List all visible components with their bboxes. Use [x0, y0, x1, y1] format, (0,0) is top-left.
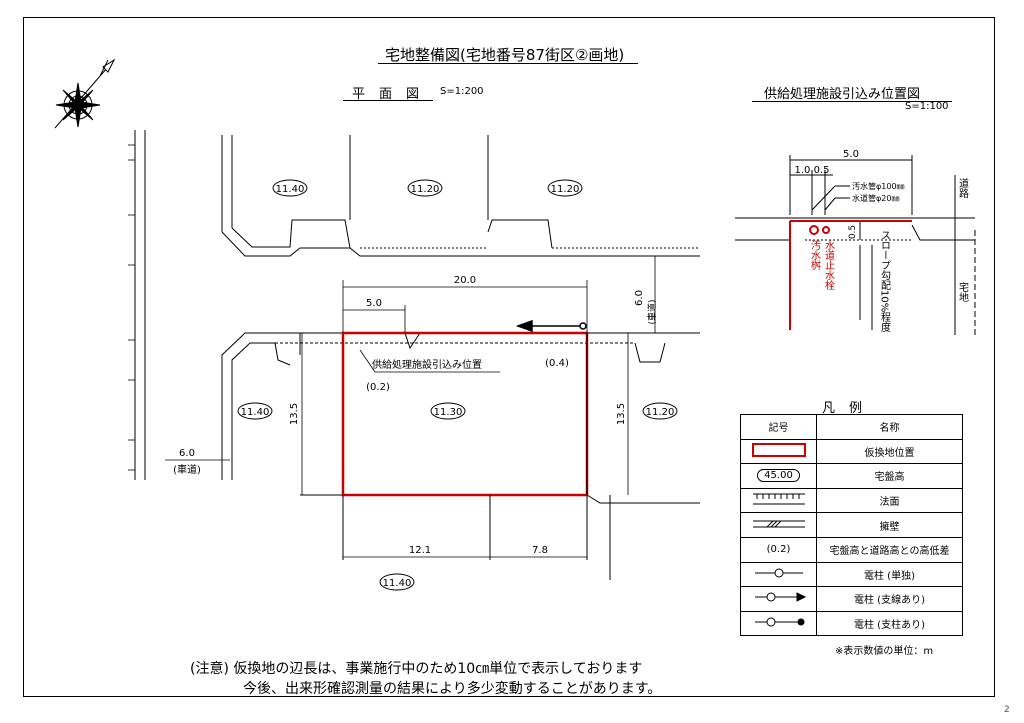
elevation-oval [237, 402, 273, 420]
dim-depth-left: 13.5 [289, 403, 300, 425]
detail-pipe-water: 水道管φ20㎜ [852, 193, 899, 203]
plan-heading-underline [343, 100, 433, 101]
legend-name: 法面 [816, 487, 963, 514]
dim-left-road-label: (車道) [173, 463, 201, 476]
legend-table: 記号 名称 仮換地位置 45.00 宅盤高 法面 擁壁 (0.2) 宅盤高と道路… [740, 414, 963, 637]
legend-row: 電柱 (支線あり) [740, 586, 963, 612]
detail-water-valve: 水道止水栓 [823, 240, 835, 291]
elevation-oval [430, 402, 466, 420]
legend-row: 仮換地位置 [740, 438, 963, 465]
left-road [128, 130, 146, 480]
elevation-oval [642, 402, 678, 420]
drawing-frame [23, 17, 995, 697]
note-line-1: (注意) 仮換地の辺長は、事業施行中のため10㎝単位で表示しております [190, 661, 643, 677]
legend-row: 擁壁 [740, 512, 963, 538]
dim-bottom-left: 12.1 [409, 545, 431, 556]
utility-pole-icon [740, 561, 817, 588]
dimension-lines [165, 256, 656, 558]
legend-symbol-diff: (0.2) [740, 536, 817, 563]
dim-depth-right: 13.5 [616, 403, 627, 425]
slope-icon [740, 487, 817, 514]
legend-name: 宅盤高と道路高との高低差 [816, 536, 963, 563]
supply-heading: 供給処理施設引込み位置図 [764, 87, 921, 102]
legend-symbol-elevation: 45.00 [740, 463, 817, 489]
plan-heading: 平面図 [352, 87, 434, 102]
legend-header: 記号 名称 [740, 414, 963, 440]
legend-name: 電柱 (単独) [816, 561, 963, 588]
note-line-2: 今後、出来形確認測量の結果により多少変動することがあります。 [243, 681, 662, 697]
detail-road: 道路 [957, 177, 969, 199]
legend-symbol-red-rect [740, 438, 817, 465]
drawing-title: 宅地整備図(宅地番号87街区②画地) [385, 46, 625, 64]
dim-left-road-width: 6.0 [179, 448, 195, 459]
detail-top-dim: 5.0 [843, 149, 859, 160]
legend-name: 宅盤高 [816, 463, 963, 489]
legend-title: 凡例 [822, 401, 877, 416]
supply-position-label: 供給処理施設引込み位置 [372, 358, 482, 371]
legend-col-name: 名称 [816, 414, 963, 440]
elevation-oval [547, 179, 583, 197]
page-number: 2 [1004, 705, 1010, 715]
unit-note: ※表示数値の単位：m [835, 646, 934, 657]
detail-slope: スロープ勾配10%程度 [879, 230, 891, 333]
elevation-top-middle: 11.20 [411, 184, 440, 195]
elevation-top-right: 11.20 [551, 184, 580, 195]
legend-row: (0.2) 宅盤高と道路高との高低差 [740, 536, 963, 563]
elevation-right: 11.20 [646, 407, 675, 418]
detail-sewer-box: 汚水桝 [809, 239, 821, 271]
supply-scale: S=1:100 [905, 101, 949, 112]
legend-row: 法面 [740, 487, 963, 514]
utility-pole-strut-icon [740, 610, 817, 637]
dim-offset: 5.0 [366, 298, 382, 309]
legend-name: 電柱 (支線あり) [816, 586, 963, 612]
elevation-oval [379, 573, 415, 591]
elevation-oval [407, 179, 443, 197]
dim-diff-left: (0.2) [366, 382, 390, 393]
dim-diff-right: (0.4) [545, 358, 569, 369]
dim-lot-width: 20.0 [454, 275, 476, 286]
dim-bottom-right: 7.8 [532, 545, 548, 556]
upper-block [221, 135, 700, 257]
elevation-top-left: 11.40 [276, 184, 305, 195]
legend-row: 電柱 (単独) [740, 561, 963, 588]
utility-pole-guy-icon [740, 586, 817, 612]
retaining-wall-icon [740, 512, 817, 538]
title-underline [378, 63, 638, 64]
dim-road-label: (車道) [646, 299, 658, 324]
supply-pipes [789, 220, 912, 330]
elevation-oval [272, 179, 308, 197]
elevation-left: 11.40 [241, 407, 270, 418]
detail-depth-dim: 0.5 [848, 225, 858, 239]
detail-lot: 宅地 [957, 281, 969, 302]
legend-col-symbol: 記号 [740, 414, 817, 440]
elevation-lot: 11.30 [434, 407, 463, 418]
legend-row: 電柱 (支柱あり) [740, 610, 963, 637]
legend-row: 45.00 宅盤高 [740, 463, 963, 489]
supply-entry-arrow-icon [515, 319, 587, 333]
detail-pipe-sewer: 汚水管φ100㎜ [852, 181, 905, 191]
detail-sub-dim: 1.0 0.5 [795, 165, 830, 176]
dim-road-width: 6.0 [634, 290, 645, 306]
lower-boundary [300, 333, 700, 580]
legend-name: 仮換地位置 [816, 438, 963, 465]
supply-heading-underline [752, 101, 952, 102]
elevation-bottom: 11.40 [383, 578, 412, 589]
supply-detail-drawing [735, 155, 976, 335]
legend-name: 電柱 (支柱あり) [816, 610, 963, 637]
legend-name: 擁壁 [816, 512, 963, 538]
plan-scale: S=1:200 [440, 86, 484, 97]
north-arrow-icon [54, 58, 116, 129]
